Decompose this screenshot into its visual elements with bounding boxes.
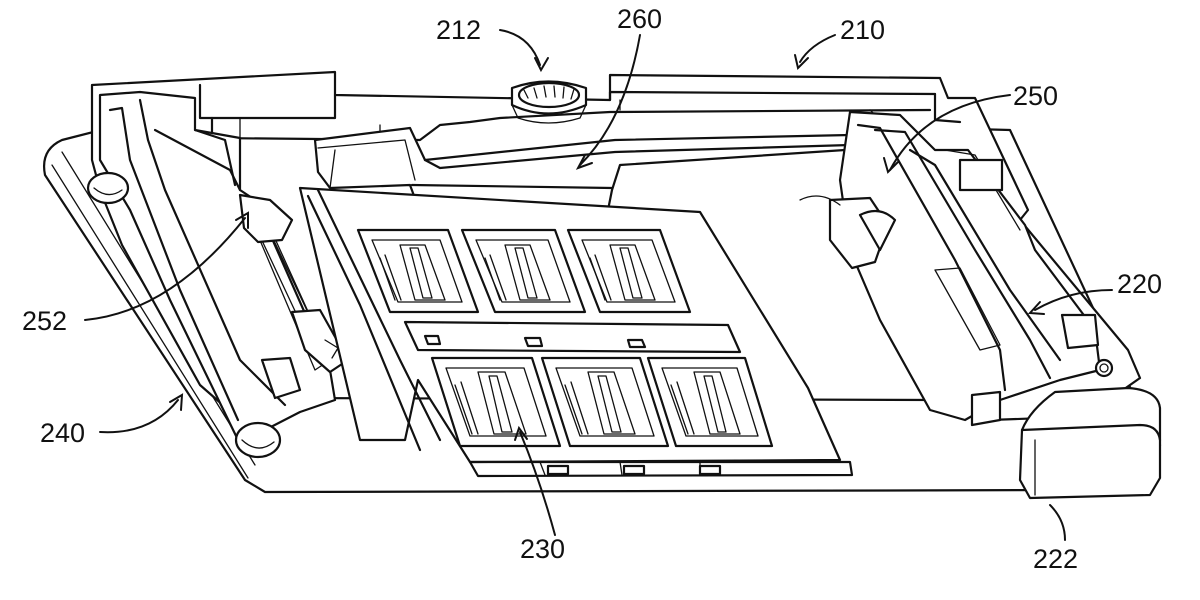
left-rail bbox=[86, 90, 350, 459]
spring-arm bbox=[313, 126, 852, 214]
label-222: 222 bbox=[1033, 544, 1078, 574]
reference-labels: 212 260 210 250 252 220 240 230 222 bbox=[22, 4, 1162, 574]
label-260: 260 bbox=[617, 4, 662, 34]
label-250: 250 bbox=[1013, 81, 1058, 111]
contact-windows-bottom bbox=[430, 356, 774, 448]
leader-lines bbox=[84, 29, 1113, 541]
eject-button bbox=[510, 80, 588, 124]
label-252: 252 bbox=[22, 306, 67, 336]
label-240: 240 bbox=[40, 418, 85, 448]
contact-windows-top bbox=[356, 228, 692, 314]
label-230: 230 bbox=[520, 534, 565, 564]
label-212: 212 bbox=[436, 15, 481, 45]
label-210: 210 bbox=[840, 15, 885, 45]
push-tab bbox=[1018, 386, 1162, 500]
right-rail bbox=[799, 110, 1114, 427]
label-220: 220 bbox=[1117, 269, 1162, 299]
